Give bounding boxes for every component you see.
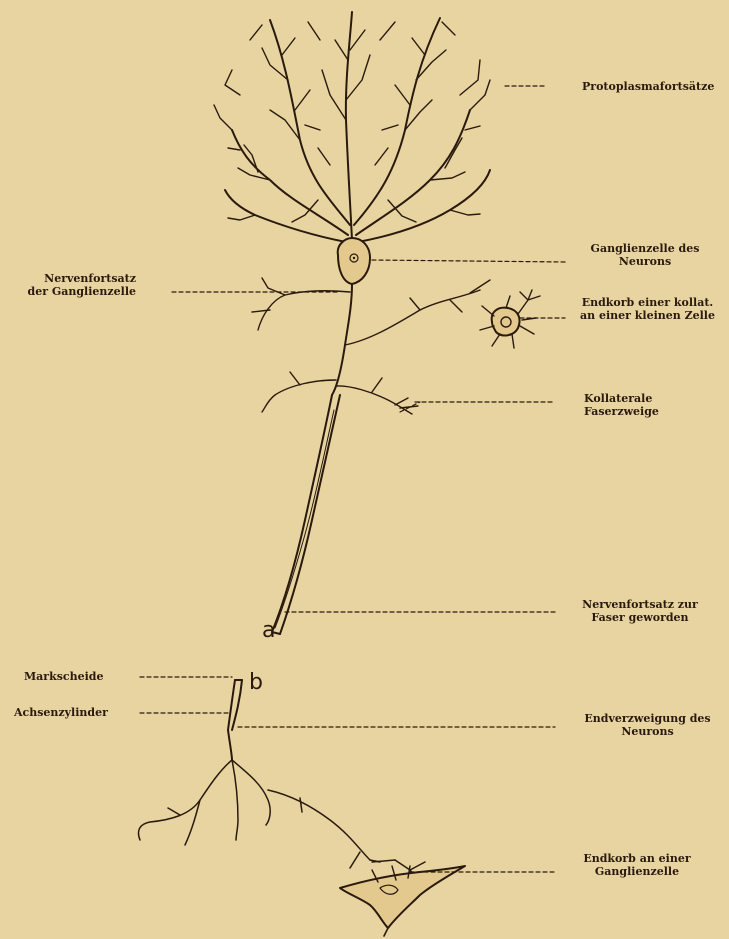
label-faser-line1: Nervenfortsatz zur <box>575 598 705 611</box>
label-protoplasma: Protoplasmafortsätze <box>582 80 714 93</box>
label-endverzweigung-line2: Neurons <box>575 725 720 738</box>
leader-lines <box>140 86 565 872</box>
label-achsenzylinder-text: Achsenzylinder <box>14 706 108 719</box>
label-endkorb-line1: Endkorb an einer <box>576 852 698 865</box>
label-endkorb-kollat-line2: an einer kleinen Zelle <box>570 309 725 322</box>
label-markscheide-text: Markscheide <box>24 670 103 683</box>
label-markscheide: Markscheide <box>24 670 103 683</box>
label-nervenfortsatz-line2: der Ganglienzelle <box>2 285 136 298</box>
lower-axon <box>228 680 242 760</box>
small-cell <box>480 290 540 348</box>
lower-ganglion-cell <box>340 866 465 936</box>
label-faser: Nervenfortsatz zur Faser geworden <box>575 598 705 624</box>
label-faser-line2: Faser geworden <box>575 611 705 624</box>
label-endkorb: Endkorb an einer Ganglienzelle <box>576 852 698 878</box>
axon <box>272 284 352 634</box>
label-nervenfortsatz-line1: Nervenfortsatz <box>2 272 136 285</box>
label-endverzweigung: Endverzweigung des Neurons <box>575 712 720 738</box>
label-ganglienzelle-line2: Neurons <box>590 255 700 268</box>
axon-collaterals <box>252 278 490 414</box>
label-achsenzylinder: Achsenzylinder <box>14 706 108 719</box>
letter-b: b <box>249 670 263 695</box>
dendrite-tree <box>225 12 490 242</box>
end-branching <box>138 760 425 880</box>
label-ganglienzelle: Ganglienzelle des Neurons <box>590 242 700 268</box>
neuron-soma <box>338 238 370 284</box>
label-kollaterale-line2: Faserzweige <box>584 405 659 418</box>
label-nervenfortsatz: Nervenfortsatz der Ganglienzelle <box>2 272 136 298</box>
label-endkorb-kollat: Endkorb einer kollat. an einer kleinen Z… <box>570 296 725 322</box>
label-kollaterale: Kollaterale Faserzweige <box>584 392 659 418</box>
letter-a: a <box>262 618 275 643</box>
label-ganglienzelle-line1: Ganglienzelle des <box>590 242 700 255</box>
dendrite-twigs <box>214 22 490 222</box>
label-endkorb-kollat-line1: Endkorb einer kollat. <box>570 296 725 309</box>
label-protoplasma-text: Protoplasmafortsätze <box>582 80 714 93</box>
label-endverzweigung-line1: Endverzweigung des <box>575 712 720 725</box>
label-kollaterale-line1: Kollaterale <box>584 392 659 405</box>
label-endkorb-line2: Ganglienzelle <box>576 865 698 878</box>
